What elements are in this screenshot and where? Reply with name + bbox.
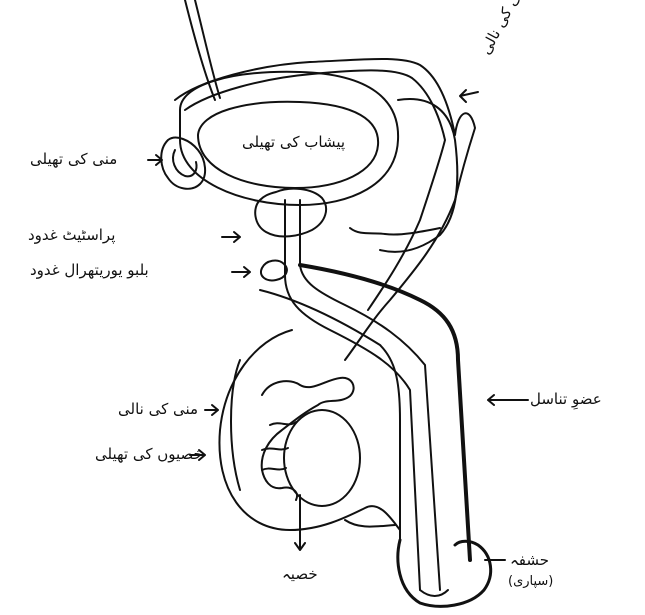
arrow-bulbourethral bbox=[232, 267, 250, 277]
testis bbox=[284, 410, 360, 506]
epididymis bbox=[262, 378, 354, 500]
label-prostate: پراسٹیٹ غدود bbox=[28, 228, 115, 243]
arrow-seminal-vesicle bbox=[148, 155, 162, 165]
glans-tip bbox=[420, 590, 448, 596]
glans-outline bbox=[398, 540, 491, 606]
arrow-testis bbox=[295, 495, 305, 550]
label-penis: عضوِ تناسل bbox=[530, 392, 602, 407]
urethra-right bbox=[300, 200, 440, 590]
scrotum-outline bbox=[219, 330, 400, 530]
arrow-semen-duct-top bbox=[460, 90, 478, 102]
label-bulbourethral: بلبو یوریتھرال غدود bbox=[30, 263, 149, 278]
arrow-prostate bbox=[222, 232, 240, 242]
label-glans: حشفہ bbox=[510, 553, 549, 568]
arrow-vas-lower bbox=[205, 405, 218, 415]
label-seminal-vesicle: منی کی تھیلی bbox=[30, 152, 117, 167]
label-testis: خصیہ bbox=[282, 567, 318, 582]
seminal-vesicle-inner bbox=[173, 150, 196, 176]
penis-shaft-bottom bbox=[260, 290, 400, 540]
label-bladder: پیشاب کی تھیلی bbox=[242, 135, 345, 150]
body-fold bbox=[350, 228, 440, 235]
bulbourethral-gland bbox=[261, 261, 287, 281]
scrotum-fold bbox=[345, 520, 395, 527]
label-glans-sub: (سپاری) bbox=[508, 575, 553, 588]
label-scrotum: خصیوں کی تھیلی bbox=[95, 447, 203, 462]
penis-shaft-top bbox=[300, 265, 470, 560]
prostate bbox=[255, 189, 326, 237]
arrow-penis bbox=[488, 395, 528, 405]
label-vas-lower: منی کی نالی bbox=[118, 402, 198, 417]
body-outline bbox=[380, 99, 457, 252]
